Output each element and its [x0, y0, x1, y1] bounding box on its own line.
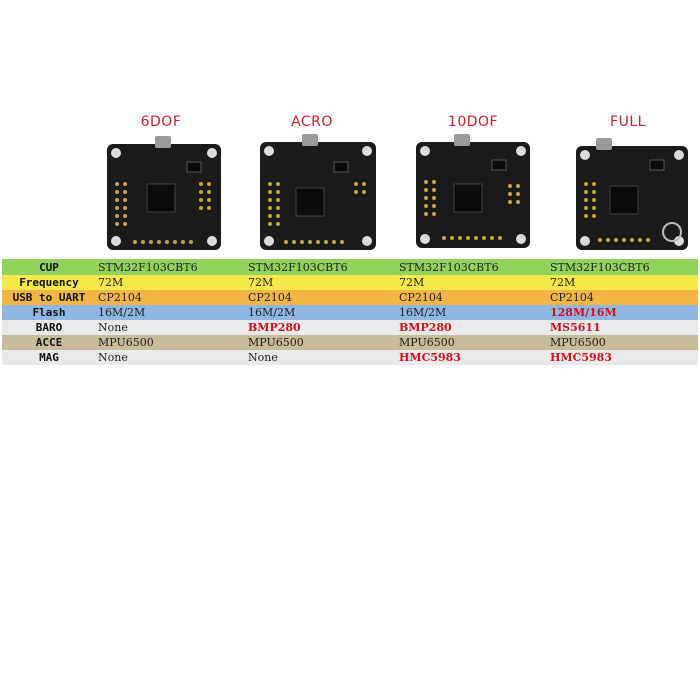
- table-cell: STM32F103CBT6: [96, 259, 246, 275]
- table-cell: None: [96, 350, 246, 365]
- row-label: Frequency: [2, 275, 96, 290]
- row-label: ACCE: [2, 335, 96, 350]
- flight-controller-board-icon: [260, 134, 376, 250]
- table-cell: 72M: [96, 275, 246, 290]
- variant-title-10dof: 10DOF: [447, 114, 499, 130]
- table-cell: MS5611: [548, 320, 698, 335]
- table-cell: 72M: [548, 275, 698, 290]
- table-cell: None: [246, 350, 397, 365]
- board-image-6dof: [105, 134, 223, 254]
- board-image-full: [574, 136, 690, 254]
- table-cell: 16M/2M: [96, 305, 246, 320]
- table-cell: 72M: [397, 275, 548, 290]
- table-cell: MPU6500: [548, 335, 698, 350]
- row-label: MAG: [2, 350, 96, 365]
- row-label: CUP: [2, 259, 96, 275]
- variant-title-6dof: 6DOF: [140, 114, 182, 130]
- table-cell: STM32F103CBT6: [397, 259, 548, 275]
- table-cell: CP2104: [246, 290, 397, 305]
- board-image-10dof: [414, 132, 532, 252]
- table-cell: 16M/2M: [397, 305, 548, 320]
- table-cell: CP2104: [397, 290, 548, 305]
- table-cell: STM32F103CBT6: [246, 259, 397, 275]
- table-cell: STM32F103CBT6: [548, 259, 698, 275]
- table-cell: BMP280: [397, 320, 548, 335]
- table-cell: MPU6500: [397, 335, 548, 350]
- table-cell: CP2104: [548, 290, 698, 305]
- table-cell: BMP280: [246, 320, 397, 335]
- table-cell: HMC5983: [397, 350, 548, 365]
- table-cell: MPU6500: [96, 335, 246, 350]
- table-cell: 16M/2M: [246, 305, 397, 320]
- variant-title-full: FULL: [610, 114, 646, 130]
- row-label: USB to UART: [2, 290, 96, 305]
- table-cell: None: [96, 320, 246, 335]
- table-cell: HMC5983: [548, 350, 698, 365]
- row-label: Flash: [2, 305, 96, 320]
- table-cell: MPU6500: [246, 335, 397, 350]
- flight-controller-board-icon: [107, 136, 221, 250]
- variant-title-acro: ACRO: [291, 114, 333, 130]
- table-cell: CP2104: [96, 290, 246, 305]
- table-cell: 72M: [246, 275, 397, 290]
- flight-controller-board-icon: [576, 138, 688, 250]
- row-label: BARO: [2, 320, 96, 335]
- board-image-acro: [258, 132, 378, 254]
- flight-controller-board-icon: [416, 134, 530, 248]
- table-cell: 128M/16M: [548, 305, 698, 320]
